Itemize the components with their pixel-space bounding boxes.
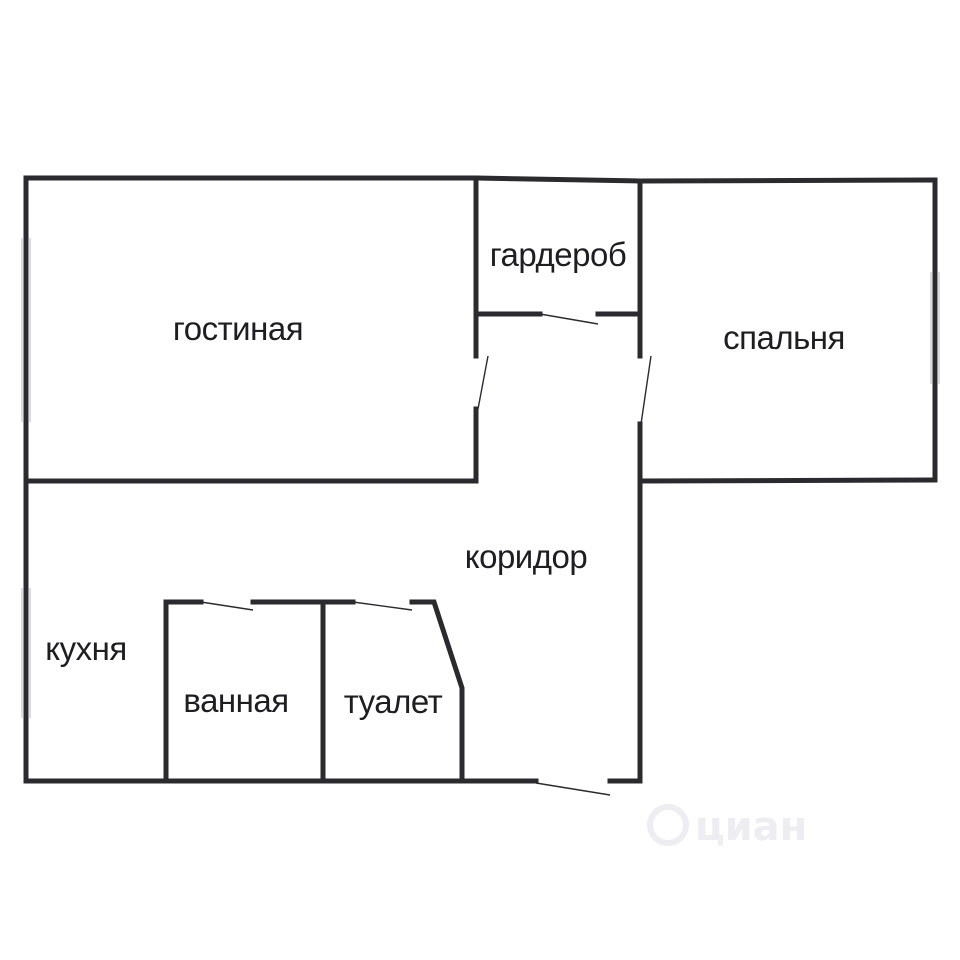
room-labels: гостиная гардероб спальня коридор кухня … [45, 236, 845, 720]
watermark: циан [647, 804, 807, 850]
room-label-living-room: гостиная [173, 310, 303, 347]
wall-bathroom-block [163, 599, 204, 784]
room-label-bedroom: спальня [723, 319, 845, 356]
window-living-room [21, 238, 31, 422]
door-entrance [535, 782, 611, 796]
room-label-corridor: коридор [465, 538, 587, 575]
wall-top [23, 175, 938, 184]
doors [200, 313, 652, 796]
wall-toilet-top-right [409, 599, 465, 784]
room-label-toilet: туалет [344, 683, 443, 720]
interior-walls [23, 175, 643, 784]
room-label-kitchen: кухня [45, 630, 126, 667]
watermark-text: циан [695, 804, 807, 850]
door-living-room [477, 355, 489, 410]
room-label-bathroom: ванная [183, 682, 288, 719]
wall-bedroom-bottom [637, 477, 938, 484]
windows [21, 238, 940, 718]
window-kitchen [21, 588, 31, 718]
wall-bottom-right [607, 421, 643, 784]
door-bedroom [640, 355, 652, 425]
door-toilet [352, 601, 413, 611]
window-bedroom [930, 272, 940, 384]
watermark-logo-icon [647, 804, 689, 846]
door-bathroom [200, 601, 254, 611]
door-wardrobe [539, 313, 599, 325]
exterior-walls [23, 175, 938, 784]
room-label-wardrobe: гардероб [490, 236, 626, 273]
